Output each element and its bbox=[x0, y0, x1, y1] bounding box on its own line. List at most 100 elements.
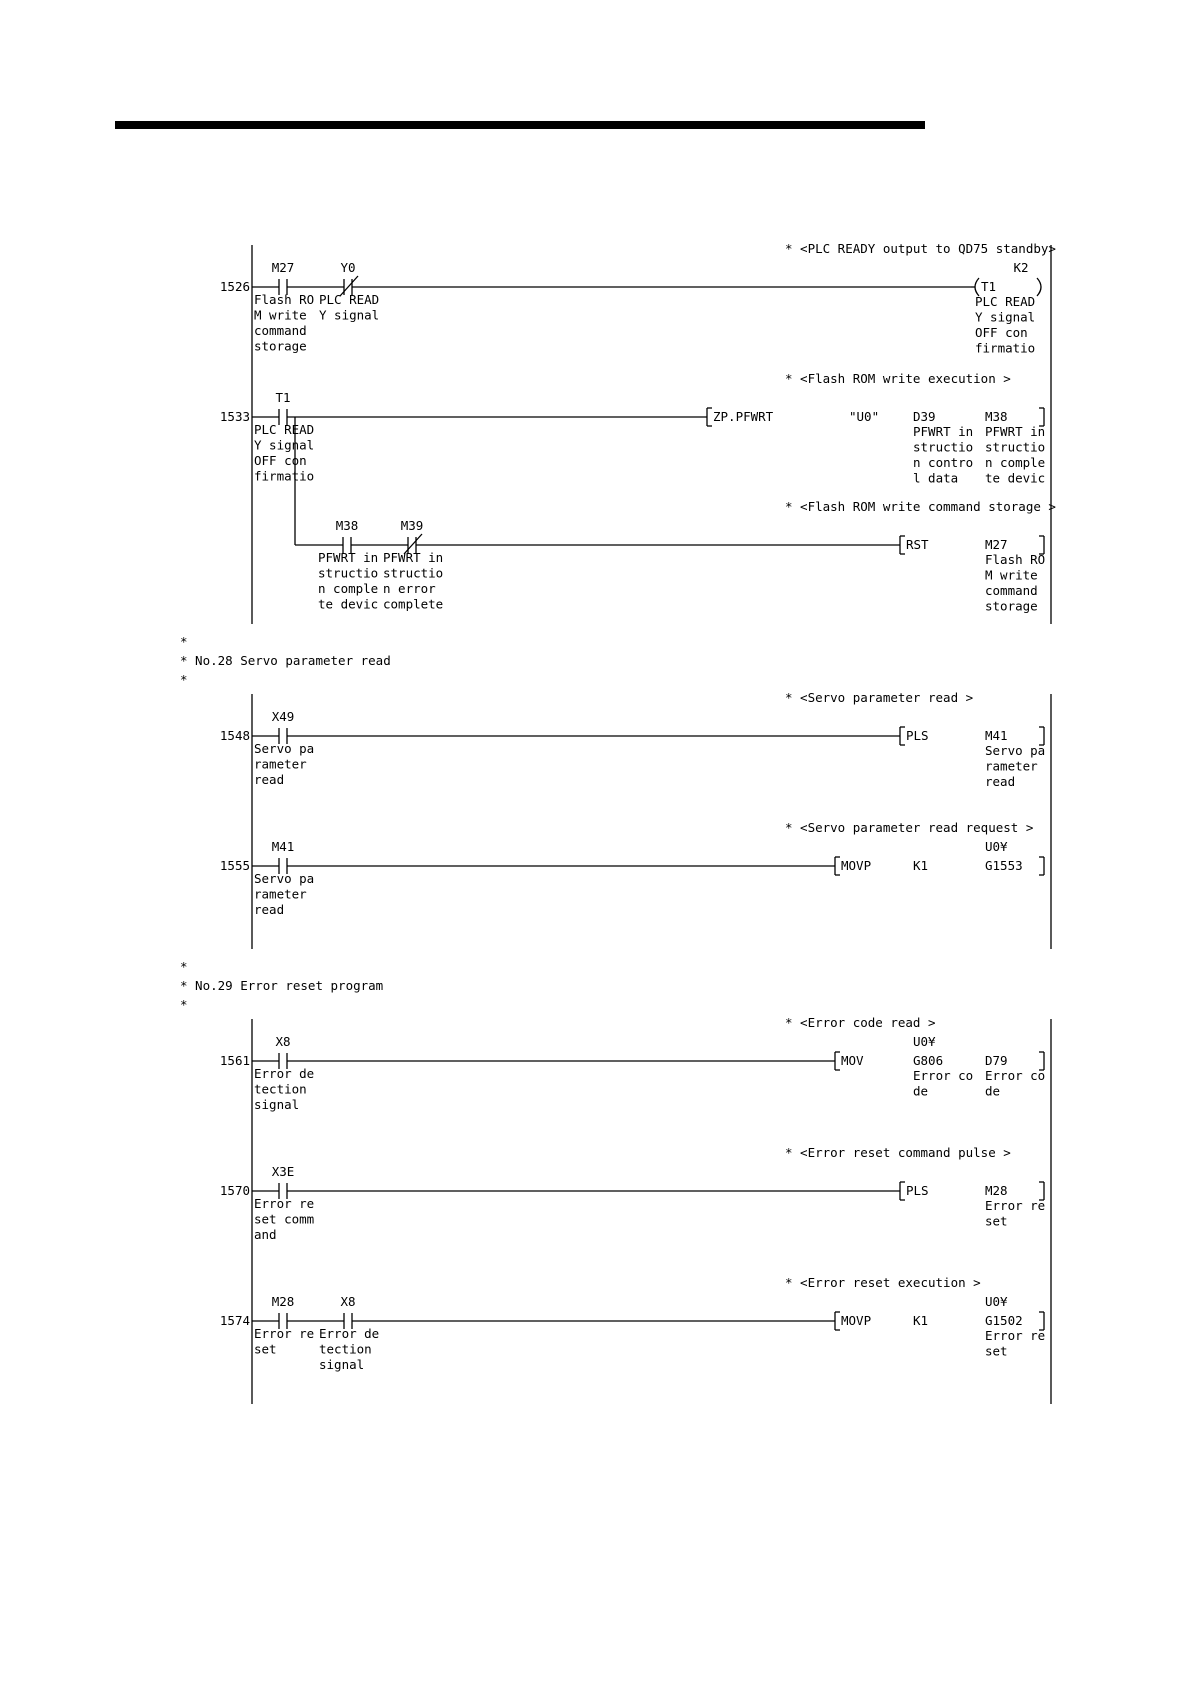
rung-comment: * <Error code read > bbox=[785, 1015, 936, 1030]
contact-comment: command bbox=[254, 323, 307, 338]
contact-m27[interactable]: M27 bbox=[272, 260, 295, 295]
operand-value: M27 bbox=[985, 537, 1008, 552]
operand-comment: structio bbox=[913, 440, 973, 455]
operand-value: "U0" bbox=[849, 409, 879, 424]
contact-comment: PFWRT in bbox=[383, 550, 443, 565]
operand-comment: set bbox=[985, 1214, 1008, 1229]
operand-comment: M write bbox=[985, 568, 1038, 583]
operand-value: G806 bbox=[913, 1053, 943, 1068]
contact-device-label: Y0 bbox=[340, 260, 355, 275]
section-comment: * No.28 Servo parameter read bbox=[180, 653, 391, 668]
operand-comment: de bbox=[913, 1084, 928, 1099]
coil-comment: firmatio bbox=[975, 341, 1035, 356]
operand-comment: storage bbox=[985, 599, 1038, 614]
operand-value: M41 bbox=[985, 728, 1008, 743]
coil-device: T1 bbox=[981, 279, 996, 294]
contact-m28[interactable]: M28 bbox=[272, 1294, 295, 1329]
operand-prefix: U0¥ bbox=[913, 1034, 936, 1049]
contact-t1[interactable]: T1 bbox=[275, 390, 291, 425]
contact-comment: te devic bbox=[318, 597, 378, 612]
contact-comment: Error re bbox=[254, 1196, 314, 1211]
instruction-name: MOVP bbox=[841, 858, 871, 873]
operand-value: G1553 bbox=[985, 858, 1023, 873]
contact-device-label: X8 bbox=[340, 1294, 355, 1309]
contact-y0[interactable]: Y0 bbox=[339, 260, 359, 297]
contact-comment: Y signal bbox=[254, 438, 314, 453]
contact-comment: Error de bbox=[254, 1066, 314, 1081]
operand-comment: de bbox=[985, 1084, 1000, 1099]
operand-value: M28 bbox=[985, 1183, 1008, 1198]
operand-comment: te devic bbox=[985, 471, 1045, 486]
coil-comment: Y signal bbox=[975, 310, 1035, 325]
contact-comment: PFWRT in bbox=[318, 550, 378, 565]
rung-comment: * <Flash ROM write execution > bbox=[785, 371, 1011, 386]
contact-comment: Error de bbox=[319, 1326, 379, 1341]
step-number: 1570 bbox=[220, 1183, 250, 1198]
contact-comment: tection bbox=[254, 1082, 307, 1097]
contact-device-label: T1 bbox=[275, 390, 290, 405]
section-comment: * bbox=[180, 997, 188, 1012]
section-comment: * bbox=[180, 959, 188, 974]
rung-comment: * <Servo parameter read request > bbox=[785, 820, 1033, 835]
contact-comment: read bbox=[254, 772, 284, 787]
contact-device-label: M38 bbox=[336, 518, 359, 533]
contact-comment: Servo pa bbox=[254, 871, 314, 886]
coil-comment: PLC READ bbox=[975, 294, 1035, 309]
step-number: 1574 bbox=[220, 1313, 250, 1328]
contact-comment: PLC READ bbox=[319, 292, 379, 307]
operand-comment: Error re bbox=[985, 1198, 1045, 1213]
contact-comment: Servo pa bbox=[254, 741, 314, 756]
instruction-name: MOV bbox=[841, 1053, 864, 1068]
contact-comment: tection bbox=[319, 1342, 372, 1357]
contact-comment: Y signal bbox=[319, 308, 379, 323]
operand-prefix: U0¥ bbox=[985, 1294, 1008, 1309]
operand-comment: command bbox=[985, 583, 1038, 598]
contact-x8[interactable]: X8 bbox=[275, 1034, 291, 1069]
contact-comment: OFF con bbox=[254, 453, 307, 468]
operand-value: K1 bbox=[913, 1313, 928, 1328]
operand-value: D79 bbox=[985, 1053, 1008, 1068]
contact-m38[interactable]: M38 bbox=[336, 518, 359, 553]
contact-comment: signal bbox=[319, 1357, 364, 1372]
operand-value: D39 bbox=[913, 409, 936, 424]
contact-device-label: X3E bbox=[272, 1164, 295, 1179]
operand-comment: Error re bbox=[985, 1328, 1045, 1343]
operand-comment: n comple bbox=[985, 455, 1045, 470]
operand-value: G1502 bbox=[985, 1313, 1023, 1328]
rung-comment: * <Flash ROM write command storage > bbox=[785, 499, 1056, 514]
contact-comment: Flash RO bbox=[254, 292, 314, 307]
operand-comment: rameter bbox=[985, 759, 1038, 774]
instruction-name: PLS bbox=[906, 728, 929, 743]
contact-device-label: M28 bbox=[272, 1294, 295, 1309]
operand-comment: n contro bbox=[913, 455, 973, 470]
coil-comment: OFF con bbox=[975, 325, 1028, 340]
operand-comment: structio bbox=[985, 440, 1045, 455]
section-comment: * bbox=[180, 672, 188, 687]
instruction-name: PLS bbox=[906, 1183, 929, 1198]
contact-comment: read bbox=[254, 902, 284, 917]
instruction-name: ZP.PFWRT bbox=[713, 409, 774, 424]
contact-m41[interactable]: M41 bbox=[272, 839, 295, 874]
operand-comment: l data bbox=[913, 471, 958, 486]
step-number: 1555 bbox=[220, 858, 250, 873]
contact-comment: set bbox=[254, 1342, 277, 1357]
header-bar bbox=[115, 121, 925, 129]
contact-comment: n error bbox=[383, 581, 436, 596]
contact-device-label: M41 bbox=[272, 839, 295, 854]
contact-x8[interactable]: X8 bbox=[340, 1294, 356, 1329]
operand-comment: PFWRT in bbox=[985, 424, 1045, 439]
operand-comment: Error co bbox=[985, 1068, 1045, 1083]
contact-comment: rameter bbox=[254, 887, 307, 902]
contact-m39[interactable]: M39 bbox=[401, 518, 424, 555]
contact-x49[interactable]: X49 bbox=[272, 709, 295, 744]
contact-x3e[interactable]: X3E bbox=[272, 1164, 295, 1199]
section-comment: * bbox=[180, 634, 188, 649]
contact-comment: Error re bbox=[254, 1326, 314, 1341]
section-comment: * No.29 Error reset program bbox=[180, 978, 383, 993]
coil-right bbox=[1036, 277, 1042, 297]
operand-comment: Flash RO bbox=[985, 552, 1045, 567]
operand-value: M38 bbox=[985, 409, 1008, 424]
step-number: 1533 bbox=[220, 409, 250, 424]
contact-comment: storage bbox=[254, 339, 307, 354]
contact-comment: set comm bbox=[254, 1212, 314, 1227]
